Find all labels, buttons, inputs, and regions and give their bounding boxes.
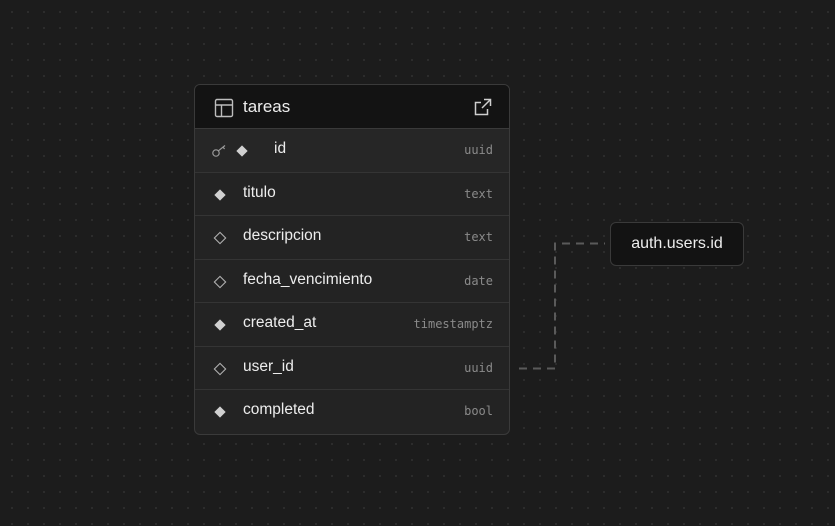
- column-row-completed[interactable]: completed bool: [195, 390, 509, 434]
- column-type: date: [464, 273, 493, 288]
- column-row-titulo[interactable]: titulo text: [195, 173, 509, 216]
- column-type: uuid: [464, 360, 493, 375]
- column-type: bool: [464, 404, 493, 418]
- not-null-icon: [236, 145, 248, 157]
- column-name: user_id: [243, 357, 294, 375]
- not-null-icon: [214, 406, 226, 418]
- column-name: created_at: [243, 314, 317, 331]
- nullable-icon: [213, 275, 227, 288]
- table-name: tareas: [243, 97, 291, 116]
- reference-label: auth.users.id: [631, 235, 723, 252]
- external-link-icon[interactable]: [473, 97, 493, 117]
- table-node-tareas[interactable]: tareas id uuid titulo text descripcion t…: [194, 84, 510, 435]
- nullable-icon: [213, 231, 227, 245]
- column-row-fecha-vencimiento[interactable]: fecha_vencimiento date: [195, 260, 509, 303]
- column-name: titulo: [243, 183, 276, 201]
- table-header: tareas: [195, 85, 509, 129]
- column-row-created-at[interactable]: created_at timestamptz: [195, 303, 509, 347]
- column-type: timestamptz: [413, 317, 493, 331]
- column-type: uuid: [464, 143, 493, 157]
- table-icon: [214, 98, 234, 118]
- not-null-icon: [214, 188, 226, 201]
- column-name: fecha_vencimiento: [243, 270, 373, 288]
- column-row-user-id[interactable]: user_id uuid: [195, 347, 509, 390]
- column-type: text: [464, 186, 493, 201]
- primary-key-icon: [212, 145, 226, 157]
- reference-node-auth-users-id[interactable]: auth.users.id: [610, 222, 744, 266]
- column-name: completed: [243, 401, 315, 418]
- column-name: id: [274, 140, 287, 157]
- column-row-id[interactable]: id uuid: [195, 129, 509, 173]
- column-name: descripcion: [243, 227, 322, 244]
- column-type: text: [464, 230, 493, 244]
- not-null-icon: [214, 319, 226, 331]
- nullable-icon: [213, 362, 227, 375]
- column-row-descripcion[interactable]: descripcion text: [195, 216, 509, 260]
